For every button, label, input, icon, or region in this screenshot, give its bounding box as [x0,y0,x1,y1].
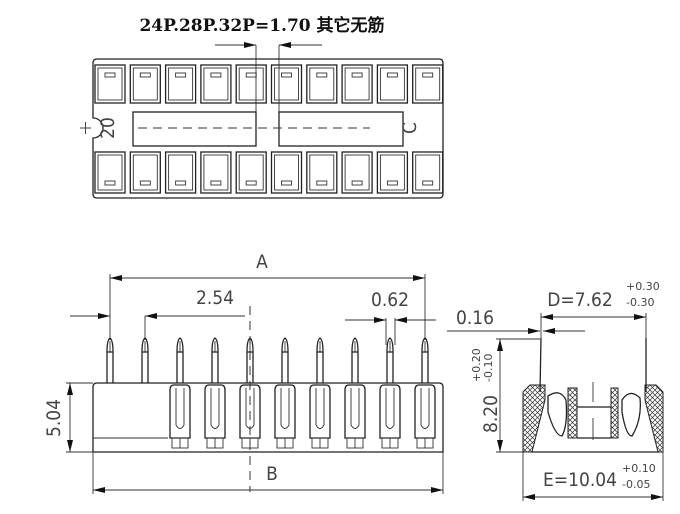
end-view: 0.16 D=7.62 +0.30 -0.30 8.20 +0.20 -0.10… [447,280,664,501]
pin [309,337,331,449]
pin [344,337,366,449]
contact-cell [94,64,126,104]
contact-slot [245,180,257,186]
contact-slot [245,72,257,78]
contact-cell [376,151,409,194]
contact-slot [175,72,187,78]
contact-slot [281,180,292,186]
contact-slot [139,72,151,78]
pin [414,337,436,449]
contact-cell [94,151,126,194]
row-spacing-minus: -0.30 [626,296,654,309]
contact-cell [341,64,373,104]
body-width-minus: -0.05 [622,478,650,491]
contact-slot [386,72,398,78]
row-spacing-label: D=7.62 [547,289,613,311]
contact-cell [235,64,267,104]
contact-cell [376,64,409,104]
body-height-minus: -0.10 [482,354,495,382]
pin [274,337,296,449]
lead-thickness-label: 0.16 [456,307,494,329]
contact-slot [104,180,116,186]
row-spacing-plus: +0.30 [626,280,660,293]
contact-cell [270,64,303,104]
socket-outline [92,58,444,199]
contact-slot [175,180,187,186]
contact-cell [341,151,373,194]
dim-a-label: A [256,251,268,273]
contact-slot [422,180,434,186]
contact-slot [316,72,328,78]
pitch-label: 2.54 [196,287,234,309]
contact-slot [104,72,116,78]
contact-cell [200,151,232,194]
contact-slot [386,180,398,186]
contact-cell [129,151,161,194]
top-view: 20 C [80,42,444,199]
contact-cell [129,64,161,104]
contact-cell [164,151,197,194]
height-label: 5.04 [43,399,65,437]
pin [141,337,149,383]
drawing-title: 24P.28P.32P=1.70 其它无筋 [139,15,384,36]
body-height-label: 8.20 [480,395,502,433]
contact-slot [139,180,151,186]
body-width-plus: +0.10 [622,462,656,475]
contact-cell [306,151,338,194]
contact-cell [412,151,444,194]
contact-cell [412,64,444,104]
side-view: A 2.54 0.62 5.04 B [43,251,444,494]
contact-slot [351,180,363,186]
contact-slot [351,72,363,78]
center-window-right [278,111,404,147]
contact-slot [422,72,434,78]
contact-slot [210,180,222,186]
contact-slot [316,180,328,186]
side-body [92,382,444,453]
dim-b-label: B [266,463,278,485]
notch-mark: C [399,122,421,134]
body-height-plus: +0.20 [470,348,483,382]
pin [204,337,226,449]
pin-width-label: 0.62 [371,289,409,311]
contact-cell [164,64,197,104]
body-width-label: E=10.04 [543,469,617,491]
contact-cell [200,64,232,104]
pin [379,337,401,449]
contact-cell [235,151,267,194]
contact-slot [281,72,292,78]
contact-cell [270,151,303,194]
pin1-mark: 20 [97,117,119,139]
contact-cell [306,64,338,104]
pin [106,337,114,383]
contact-slot [210,72,222,78]
pin [169,337,191,449]
center-window-left [132,111,257,147]
